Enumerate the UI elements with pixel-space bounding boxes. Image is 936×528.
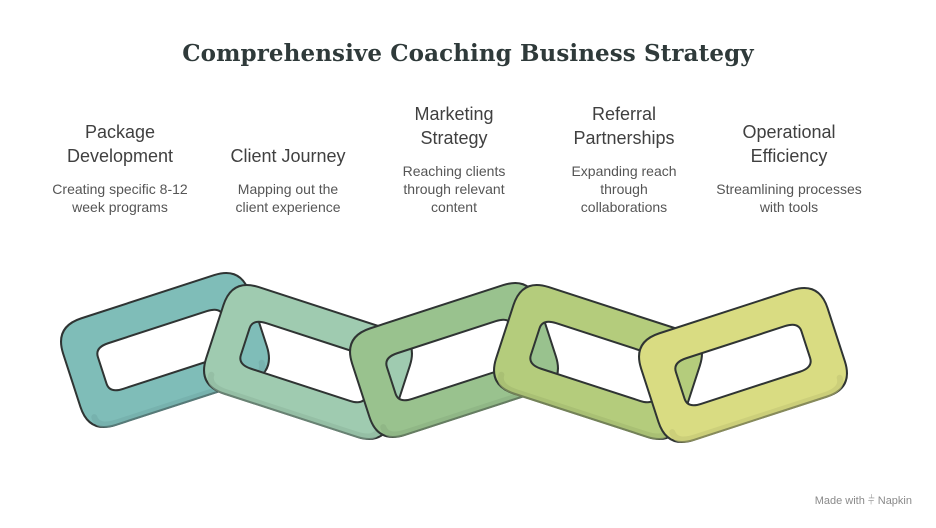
step-marketing-strategy: Marketing Strategy Reaching clients thro… — [369, 102, 539, 216]
diagram-title: Comprehensive Coaching Business Strategy — [182, 40, 754, 67]
step-package-development: Package Development Creating specific 8-… — [35, 120, 205, 216]
step-description: Reaching clients through relevant conten… — [402, 163, 506, 215]
step-description: Streamlining processes with tools — [716, 181, 862, 215]
step-heading: Package Development — [66, 122, 174, 166]
step-heading: Referral Partnerships — [573, 104, 675, 148]
footer-prefix: Made with — [814, 494, 865, 507]
step-description: Creating specific 8-12 week programs — [52, 181, 188, 215]
step-operational-efficiency: Operational Efficiency Streamlining proc… — [704, 120, 874, 216]
footer-brand: Napkin — [877, 494, 912, 507]
step-description: Expanding reach through collaborations — [571, 163, 677, 215]
step-heading: Marketing Strategy — [414, 104, 494, 148]
step-referral-partnerships: Referral Partnerships Expanding reach th… — [539, 102, 709, 216]
step-description: Mapping out the client experience — [235, 181, 341, 215]
step-heading: Client Journey — [230, 146, 346, 166]
step-client-journey: Client Journey Mapping out the client ex… — [203, 144, 373, 216]
footer-credit: Made with ⫩ Napkin — [815, 493, 912, 508]
chain-link-operational-efficiency — [638, 286, 848, 444]
napkin-logo-icon: ⫩ — [867, 493, 875, 507]
step-heading: Operational Efficiency — [742, 122, 836, 166]
